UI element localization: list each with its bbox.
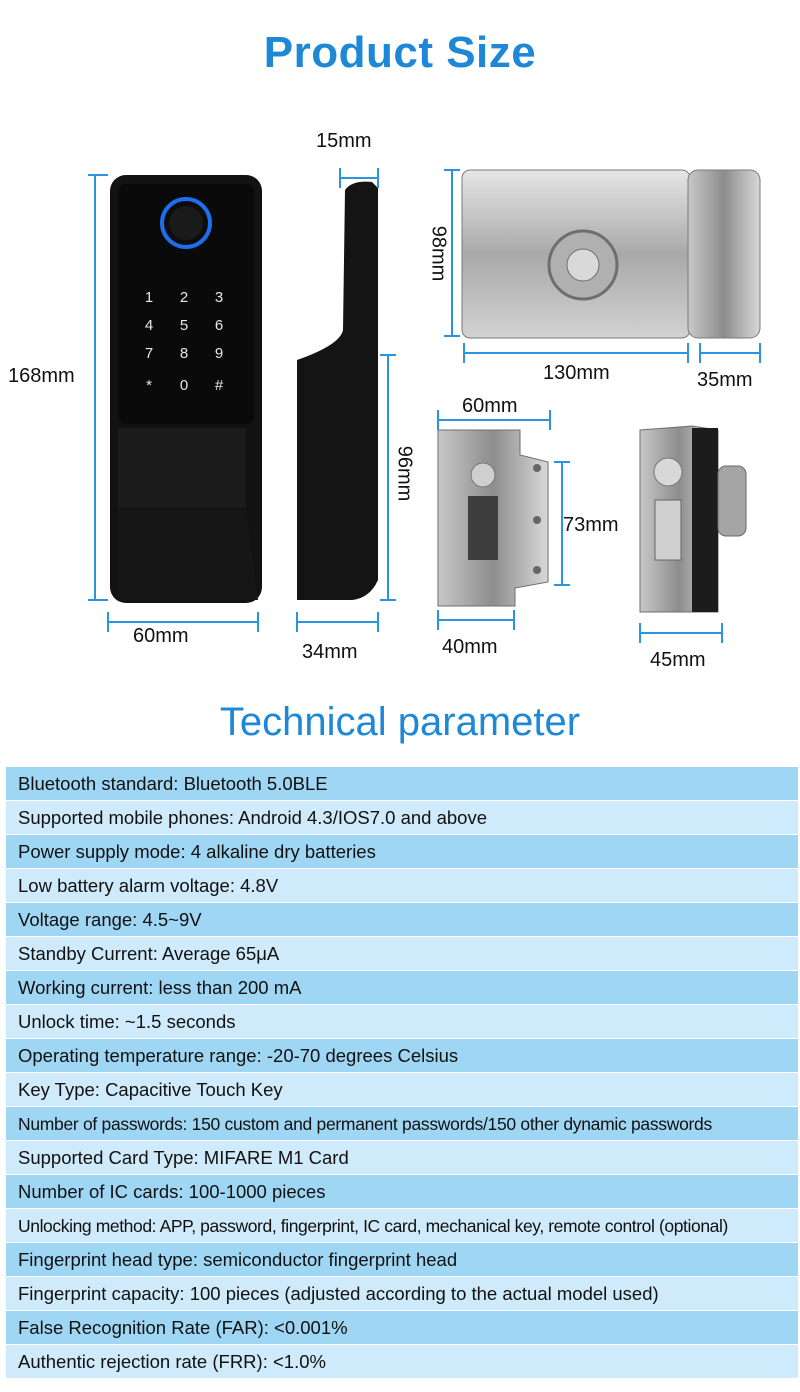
technical-parameter-title: Technical parameter [219, 700, 581, 744]
param-row: Number of IC cards: 100-1000 pieces [6, 1175, 798, 1209]
key-0: 0 [180, 377, 188, 394]
product-drawings: 1 2 3 4 5 6 7 8 9 * 0 # [88, 168, 761, 643]
key-9: 9 [215, 345, 223, 362]
param-row: Operating temperature range: -20-70 degr… [6, 1039, 798, 1073]
param-row: Supported mobile phones: Android 4.3/IOS… [6, 801, 798, 835]
param-row: Fingerprint head type: semiconductor fin… [6, 1243, 798, 1277]
dim-box-height: 73mm [563, 514, 619, 536]
param-row: Authentic rejection rate (FRR): <1.0% [6, 1345, 798, 1379]
dim-lock-height: 98mm [427, 225, 450, 282]
dim-side-top: 15mm [316, 130, 372, 152]
strike-box-side [639, 425, 747, 613]
key-3: 3 [215, 289, 223, 306]
key-5: 5 [180, 317, 188, 334]
key-8: 8 [180, 345, 188, 362]
param-row: Standby Current: Average 65μA [6, 937, 798, 971]
keypad-lock-side [297, 181, 378, 600]
param-row: Supported Card Type: MIFARE M1 Card [6, 1141, 798, 1175]
parameter-table: Bluetooth standard: Bluetooth 5.0BLE Sup… [6, 767, 798, 1379]
param-row: False Recognition Rate (FAR): <0.001% [6, 1311, 798, 1345]
dim-lock-bolt: 35mm [697, 369, 753, 391]
param-row: Fingerprint capacity: 100 pieces (adjust… [6, 1277, 798, 1311]
key-star: * [146, 377, 152, 394]
keypad-lock-front [110, 175, 262, 603]
dim-box-bottom: 40mm [442, 636, 498, 658]
strike-box-front [437, 429, 549, 607]
param-row: Low battery alarm voltage: 4.8V [6, 869, 798, 903]
product-size-title: Product Size [263, 28, 537, 77]
key-1: 1 [145, 289, 153, 306]
dim-front-width: 60mm [133, 625, 189, 647]
key-2: 2 [180, 289, 188, 306]
key-7: 7 [145, 345, 153, 362]
key-6: 6 [215, 317, 223, 334]
param-row: Bluetooth standard: Bluetooth 5.0BLE [6, 767, 798, 801]
rim-lock [461, 169, 761, 339]
key-4: 4 [145, 317, 153, 334]
param-row: Key Type: Capacitive Touch Key [6, 1073, 798, 1107]
dim-box-width: 60mm [462, 395, 518, 417]
dimension-lines [88, 168, 761, 643]
param-row: Voltage range: 4.5~9V [6, 903, 798, 937]
keypad-digits: 1 2 3 4 5 6 7 8 9 * 0 # [145, 289, 224, 394]
dim-box-side: 45mm [650, 649, 706, 671]
param-row: Working current: less than 200 mA [6, 971, 798, 1005]
dim-side-bottom: 34mm [302, 641, 358, 663]
dim-lock-width: 130mm [543, 362, 610, 384]
dim-front-height: 168mm [8, 365, 75, 387]
param-row: Power supply mode: 4 alkaline dry batter… [6, 835, 798, 869]
param-row: Unlock time: ~1.5 seconds [6, 1005, 798, 1039]
key-hash: # [215, 377, 224, 394]
param-row: Unlocking method: APP, password, fingerp… [6, 1209, 798, 1243]
dim-side-height: 96mm [393, 445, 416, 502]
param-row: Number of passwords: 150 custom and perm… [6, 1107, 798, 1141]
